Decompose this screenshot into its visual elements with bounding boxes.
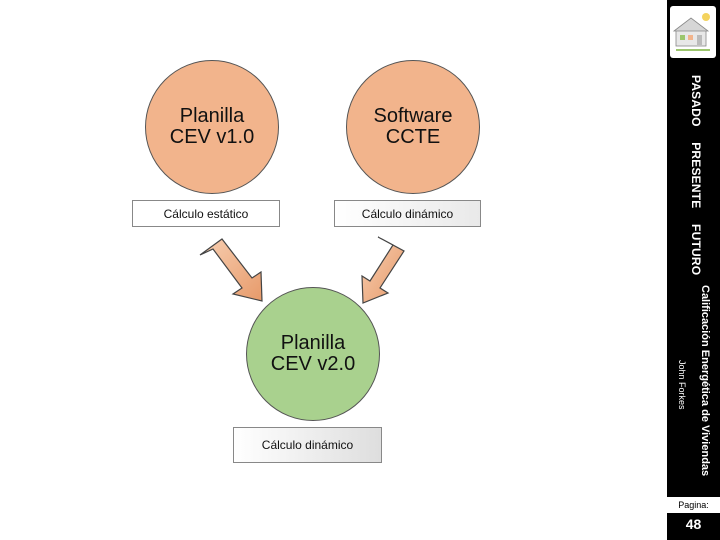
box-label: Cálculo dinámico [261, 438, 354, 452]
timeline-futuro: FUTURO [689, 224, 703, 276]
box-calculo-dinamico-bottom: Cálculo dinámico [233, 427, 382, 463]
timeline-labels: PASADO PRESENTE FUTURO [689, 75, 703, 287]
box-calculo-dinamico-top: Cálculo dinámico [334, 200, 481, 227]
timeline-presente: PRESENTE [689, 142, 703, 209]
node-label: Planilla CEV v2.0 [270, 332, 356, 375]
node-planilla-cev-v2: Planilla CEV v2.0 [246, 287, 380, 421]
house-logo-icon [670, 6, 716, 58]
box-label: Cálculo dinámico [361, 206, 454, 221]
course-title: Calificación Energética de Viviendas [699, 285, 711, 477]
page-number: 48 [685, 516, 702, 532]
timeline-pasado: PASADO [689, 75, 703, 127]
box-label: Cálculo estático [163, 206, 249, 221]
author-name: John Forkes [677, 360, 687, 410]
arrow-left-to-center [199, 238, 263, 302]
box-calculo-estatico: Cálculo estático [132, 200, 280, 227]
node-software-ccte: Software CCTE [346, 60, 480, 194]
sidebar [667, 0, 720, 540]
page-label: Pagina: [667, 497, 720, 513]
node-label: Planilla CEV v1.0 [169, 105, 255, 148]
arrow-right-to-center [361, 236, 405, 304]
node-planilla-cev-v1: Planilla CEV v1.0 [145, 60, 279, 194]
node-label: Software CCTE [373, 105, 453, 148]
